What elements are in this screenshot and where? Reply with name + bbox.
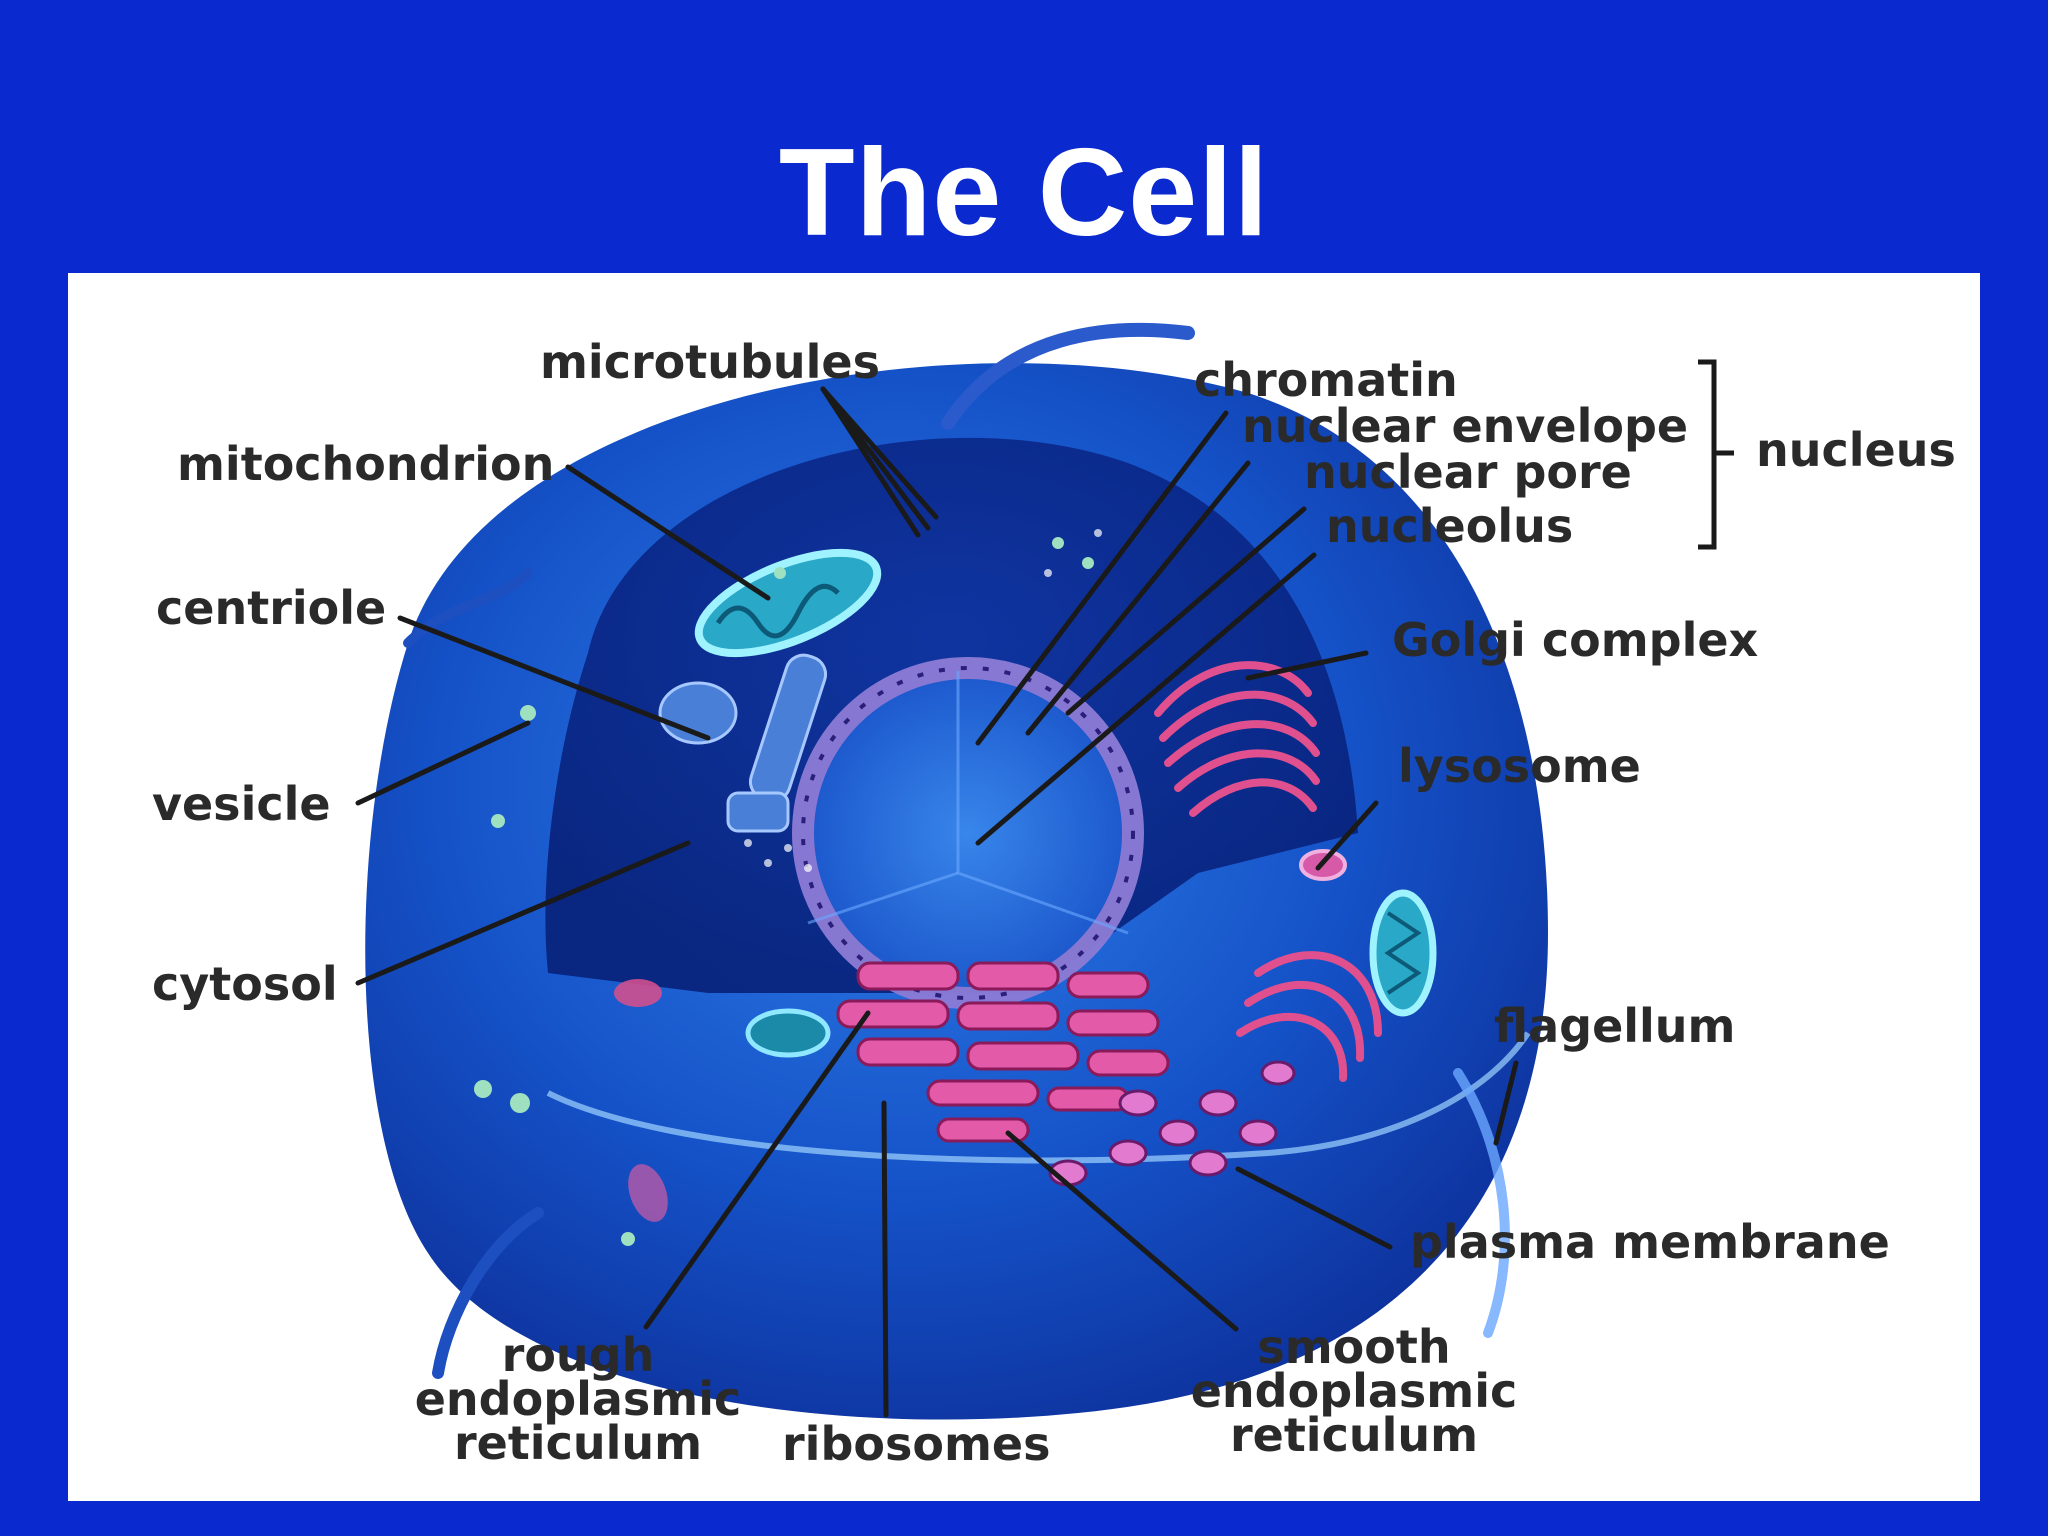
label-smooth-er: smooth endoplasmic reticulum bbox=[1174, 1320, 1534, 1462]
nucleus-bracket bbox=[1698, 359, 1734, 550]
leader-lines bbox=[355, 386, 1519, 1418]
label-ribosomes: ribosomes bbox=[782, 1417, 1051, 1471]
golgi-shape bbox=[1154, 661, 1320, 817]
label-cytosol: cytosol bbox=[152, 957, 338, 1011]
mitochondrion-shape-2 bbox=[1369, 889, 1437, 1017]
label-lysosome: lysosome bbox=[1398, 739, 1641, 793]
label-vesicle: vesicle bbox=[152, 777, 331, 831]
label-golgi-complex: Golgi complex bbox=[1392, 613, 1759, 667]
label-nuclear-pore: nuclear pore bbox=[1304, 445, 1632, 499]
label-smooth-er-line-1: smooth bbox=[1257, 1320, 1451, 1374]
cell-diagram: microtubules mitochondrion centriole ves… bbox=[68, 273, 1980, 1501]
label-centriole: centriole bbox=[156, 581, 387, 635]
label-nucleolus: nucleolus bbox=[1326, 499, 1574, 553]
label-microtubules: microtubules bbox=[540, 335, 881, 389]
label-nuclear-envelope: nuclear envelope bbox=[1242, 399, 1689, 453]
label-rough-er-line-3: reticulum bbox=[453, 1416, 703, 1470]
label-rough-er-line-2: endoplasmic bbox=[414, 1372, 742, 1426]
label-chromatin: chromatin bbox=[1194, 353, 1458, 407]
mitochondrion-shape bbox=[694, 548, 882, 658]
golgi-shape-2 bbox=[1236, 951, 1382, 1082]
label-rough-er-line-1: rough bbox=[501, 1328, 655, 1382]
label-smooth-er-line-2: endoplasmic bbox=[1190, 1364, 1518, 1418]
cell-illustration bbox=[355, 322, 1734, 1420]
label-smooth-er-line-3: reticulum bbox=[1229, 1408, 1479, 1462]
label-mitochondrion: mitochondrion bbox=[177, 437, 555, 491]
label-nucleus: nucleus bbox=[1756, 423, 1956, 477]
flagellum-shape bbox=[941, 322, 1195, 430]
rough-er-shape bbox=[836, 961, 1170, 1143]
label-rough-er: rough endoplasmic reticulum bbox=[398, 1328, 758, 1470]
vesicle-dots bbox=[474, 537, 1094, 1246]
label-flagellum: flagellum bbox=[1494, 999, 1736, 1053]
label-plasma-membrane: plasma membrane bbox=[1410, 1215, 1890, 1269]
slide-title: The Cell bbox=[778, 124, 1270, 262]
